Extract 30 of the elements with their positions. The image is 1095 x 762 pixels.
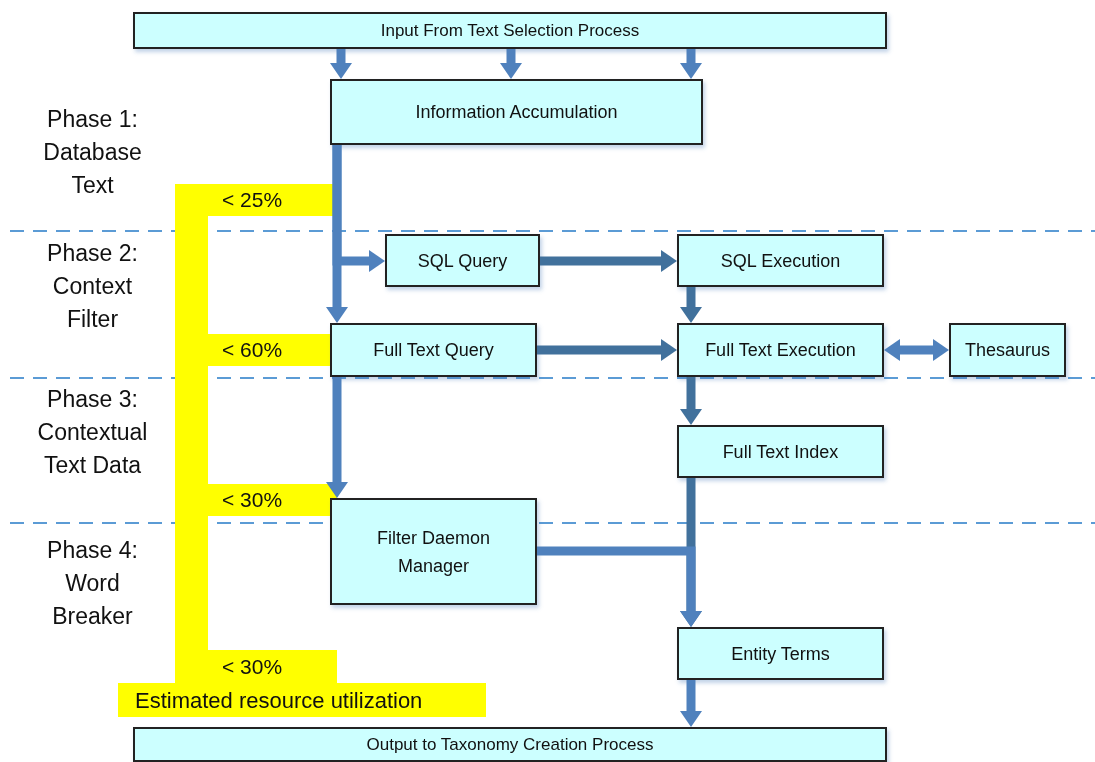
process-box: Full Text Index bbox=[677, 425, 884, 478]
resource-note: Estimated resource utilization bbox=[118, 683, 486, 717]
arrow bbox=[884, 339, 949, 361]
phase-label: Phase 1: Database Text bbox=[42, 104, 143, 200]
process-box: Entity Terms bbox=[677, 627, 884, 680]
phase-label: Phase 3: Contextual Text Data bbox=[36, 384, 149, 480]
arrow bbox=[500, 49, 522, 79]
phase-label: Phase 4: Word Breaker bbox=[46, 535, 139, 631]
process-box: Full Text Query bbox=[330, 323, 537, 377]
process-box: Thesaurus bbox=[949, 323, 1066, 377]
process-box: Full Text Execution bbox=[677, 323, 884, 377]
percent-label: < 30% bbox=[208, 650, 337, 683]
arrow bbox=[540, 250, 677, 272]
arrow bbox=[680, 287, 702, 323]
arrow bbox=[680, 680, 702, 727]
arrow bbox=[330, 49, 352, 79]
arrow bbox=[326, 145, 348, 323]
process-box: SQL Query bbox=[385, 234, 540, 287]
phase-label: Phase 2: Context Filter bbox=[46, 238, 139, 334]
arrow bbox=[537, 339, 677, 361]
process-box: Filter Daemon Manager bbox=[330, 498, 537, 605]
process-box: Input From Text Selection Process bbox=[133, 12, 887, 49]
arrow bbox=[326, 377, 348, 498]
arrow bbox=[537, 546, 702, 627]
percent-label: < 30% bbox=[208, 484, 337, 516]
arrow bbox=[680, 49, 702, 79]
process-box: SQL Execution bbox=[677, 234, 884, 287]
process-box: Information Accumulation bbox=[330, 79, 703, 145]
arrow bbox=[680, 377, 702, 425]
process-box: Output to Taxonomy Creation Process bbox=[133, 727, 887, 762]
